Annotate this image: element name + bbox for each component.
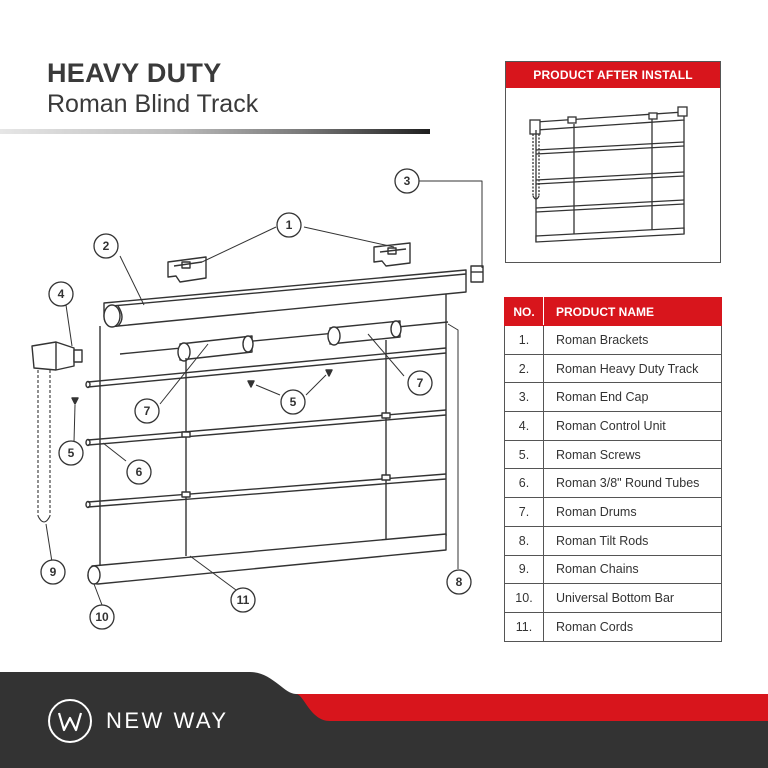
table-row: 6.Roman 3/8" Round Tubes (504, 468, 722, 499)
screw-mid-1 (247, 380, 255, 388)
drum-left (177, 335, 254, 362)
row-name: Roman Cords (543, 611, 722, 642)
row-name: Roman Drums (543, 497, 722, 527)
table-row: 3.Roman End Cap (504, 382, 722, 413)
svg-text:7: 7 (417, 376, 424, 390)
table-row: 11.Roman Cords (504, 611, 722, 642)
table-row: 4.Roman Control Unit (504, 411, 722, 441)
row-no: 4. (504, 411, 544, 441)
bracket-left (167, 256, 207, 283)
row-no: 11. (504, 611, 544, 642)
table-header-row: NO. PRODUCT NAME (504, 297, 722, 326)
row-name: Roman Screws (543, 439, 722, 470)
row-name: Universal Bottom Bar (543, 583, 722, 613)
after-install-illustration (529, 106, 688, 243)
bracket-right (373, 242, 411, 267)
row-name: Roman Tilt Rods (543, 525, 722, 556)
callout-1: 1 (276, 212, 302, 238)
table-row: 10.Universal Bottom Bar (504, 583, 722, 613)
table-row: 8.Roman Tilt Rods (504, 525, 722, 556)
svg-text:11: 11 (237, 593, 250, 607)
row-name: Roman Brackets (543, 325, 722, 355)
row-no: 8. (504, 525, 544, 556)
page-subtitle: Roman Blind Track (47, 90, 259, 118)
callout-11: 11 (230, 587, 256, 613)
row-name: Roman Control Unit (543, 411, 722, 441)
col-header-no: NO. (504, 297, 544, 326)
row-name: Roman 3/8" Round Tubes (543, 468, 722, 499)
callout-2: 2 (93, 233, 119, 259)
screw-left (71, 397, 79, 405)
exploded-diagram: 1 2 3 4 5 5 6 7 7 8 9 10 11 (31, 168, 484, 630)
svg-text:6: 6 (136, 465, 143, 479)
col-header-name: PRODUCT NAME (543, 297, 722, 326)
row-no: 1. (504, 325, 544, 355)
row-no: 7. (504, 497, 544, 527)
svg-text:8: 8 (456, 575, 463, 589)
callout-3: 3 (394, 168, 420, 194)
callout-5-left: 5 (58, 440, 84, 466)
row-no: 5. (504, 439, 544, 470)
row-name: Roman Heavy Duty Track (543, 353, 722, 384)
callout-5-center: 5 (280, 389, 306, 415)
cords (181, 340, 391, 556)
svg-text:4: 4 (58, 287, 65, 301)
callout-6: 6 (126, 459, 152, 485)
svg-text:5: 5 (68, 446, 75, 460)
callout-4: 4 (48, 281, 74, 307)
parts-table: NO. PRODUCT NAME 1.Roman Brackets 2.Roma… (504, 297, 722, 642)
svg-text:3: 3 (404, 174, 411, 188)
callout-10: 10 (89, 604, 115, 630)
callout-9: 9 (40, 559, 66, 585)
table-row: 5.Roman Screws (504, 439, 722, 470)
page-title: HEAVY DUTY (47, 58, 222, 88)
svg-text:2: 2 (103, 239, 110, 253)
svg-text:5: 5 (290, 395, 297, 409)
callout-7-right: 7 (407, 370, 433, 396)
title-underline (0, 129, 430, 134)
bead-chain (37, 370, 51, 523)
svg-text:10: 10 (95, 610, 109, 624)
table-row: 1.Roman Brackets (504, 325, 722, 355)
row-no: 3. (504, 382, 544, 413)
row-no: 2. (504, 353, 544, 384)
screw-mid-2 (325, 369, 333, 377)
brand-name: NEW WAY (106, 708, 229, 733)
row-no: 6. (504, 468, 544, 499)
footer-band (0, 672, 768, 768)
table-row: 2.Roman Heavy Duty Track (504, 353, 722, 384)
table-row: 9.Roman Chains (504, 554, 722, 585)
row-name: Roman End Cap (543, 382, 722, 413)
control-unit (31, 341, 83, 371)
headrail-track (103, 269, 467, 328)
row-no: 9. (504, 554, 544, 585)
row-no: 10. (504, 583, 544, 613)
svg-text:1: 1 (286, 218, 293, 232)
new-way-w-logo-icon (48, 699, 92, 743)
footer-red-stripe (250, 672, 768, 721)
svg-text:7: 7 (144, 404, 151, 418)
after-install-panel: PRODUCT AFTER INSTALL (505, 61, 721, 263)
bottom-bar (87, 533, 447, 585)
table-row: 7.Roman Drums (504, 497, 722, 527)
after-install-label: PRODUCT AFTER INSTALL (506, 62, 720, 88)
row-name: Roman Chains (543, 554, 722, 585)
svg-text:9: 9 (50, 565, 57, 579)
drum-right (327, 320, 402, 346)
callout-7-left: 7 (134, 398, 160, 424)
end-cap (470, 265, 484, 283)
callout-8: 8 (446, 569, 472, 595)
